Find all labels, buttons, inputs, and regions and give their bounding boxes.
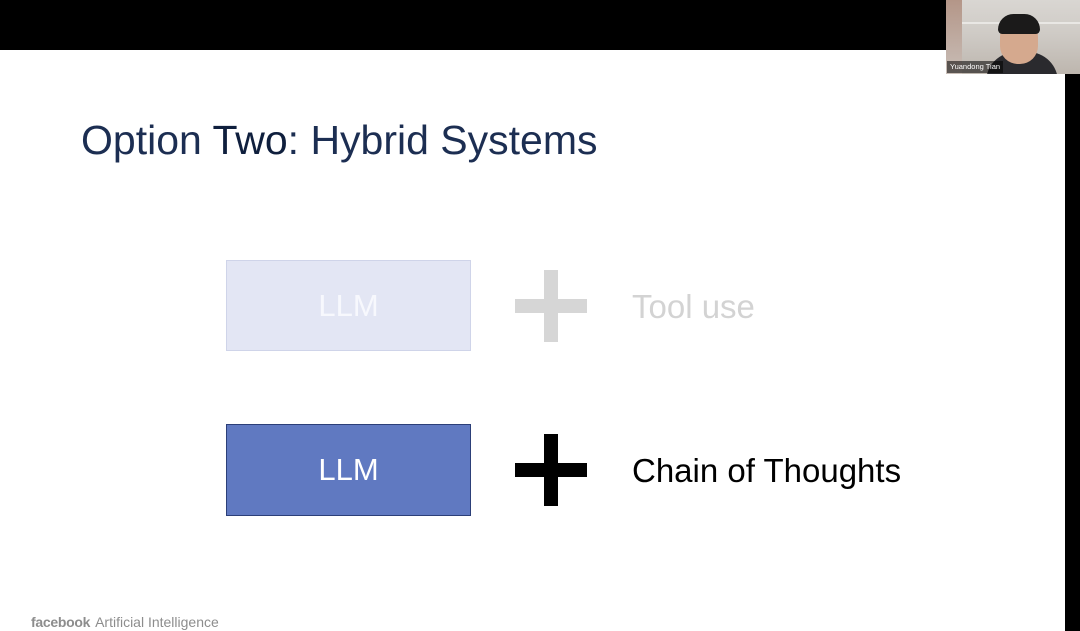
participant-video-tile[interactable]: Yuandong Tian xyxy=(946,0,1080,74)
llm-box-faded: LLM xyxy=(226,260,471,351)
llm-box-active: LLM xyxy=(226,424,471,516)
right-black-bar xyxy=(1065,50,1080,631)
slide-title: Option Two: Hybrid Systems xyxy=(81,110,598,170)
participant-hair xyxy=(998,14,1040,34)
participant-name-tag: Yuandong Tian xyxy=(947,61,1004,73)
plus-icon-faded xyxy=(515,270,587,342)
slide-title-emphasis: Two xyxy=(212,117,288,163)
background-shelf xyxy=(946,0,962,74)
slide-title-suffix: : Hybrid Systems xyxy=(287,117,598,163)
chain-of-thoughts-label: Chain of Thoughts xyxy=(632,452,902,489)
tool-use-label: Tool use xyxy=(632,288,755,325)
slide-title-prefix: Option xyxy=(81,117,213,163)
footer-text: Artificial Intelligence xyxy=(95,614,219,630)
llm-box-label: LLM xyxy=(318,452,379,487)
top-black-bar xyxy=(0,0,1080,50)
facebook-logo: facebook xyxy=(31,614,91,630)
llm-box-label: LLM xyxy=(318,287,379,323)
plus-icon xyxy=(515,434,587,506)
